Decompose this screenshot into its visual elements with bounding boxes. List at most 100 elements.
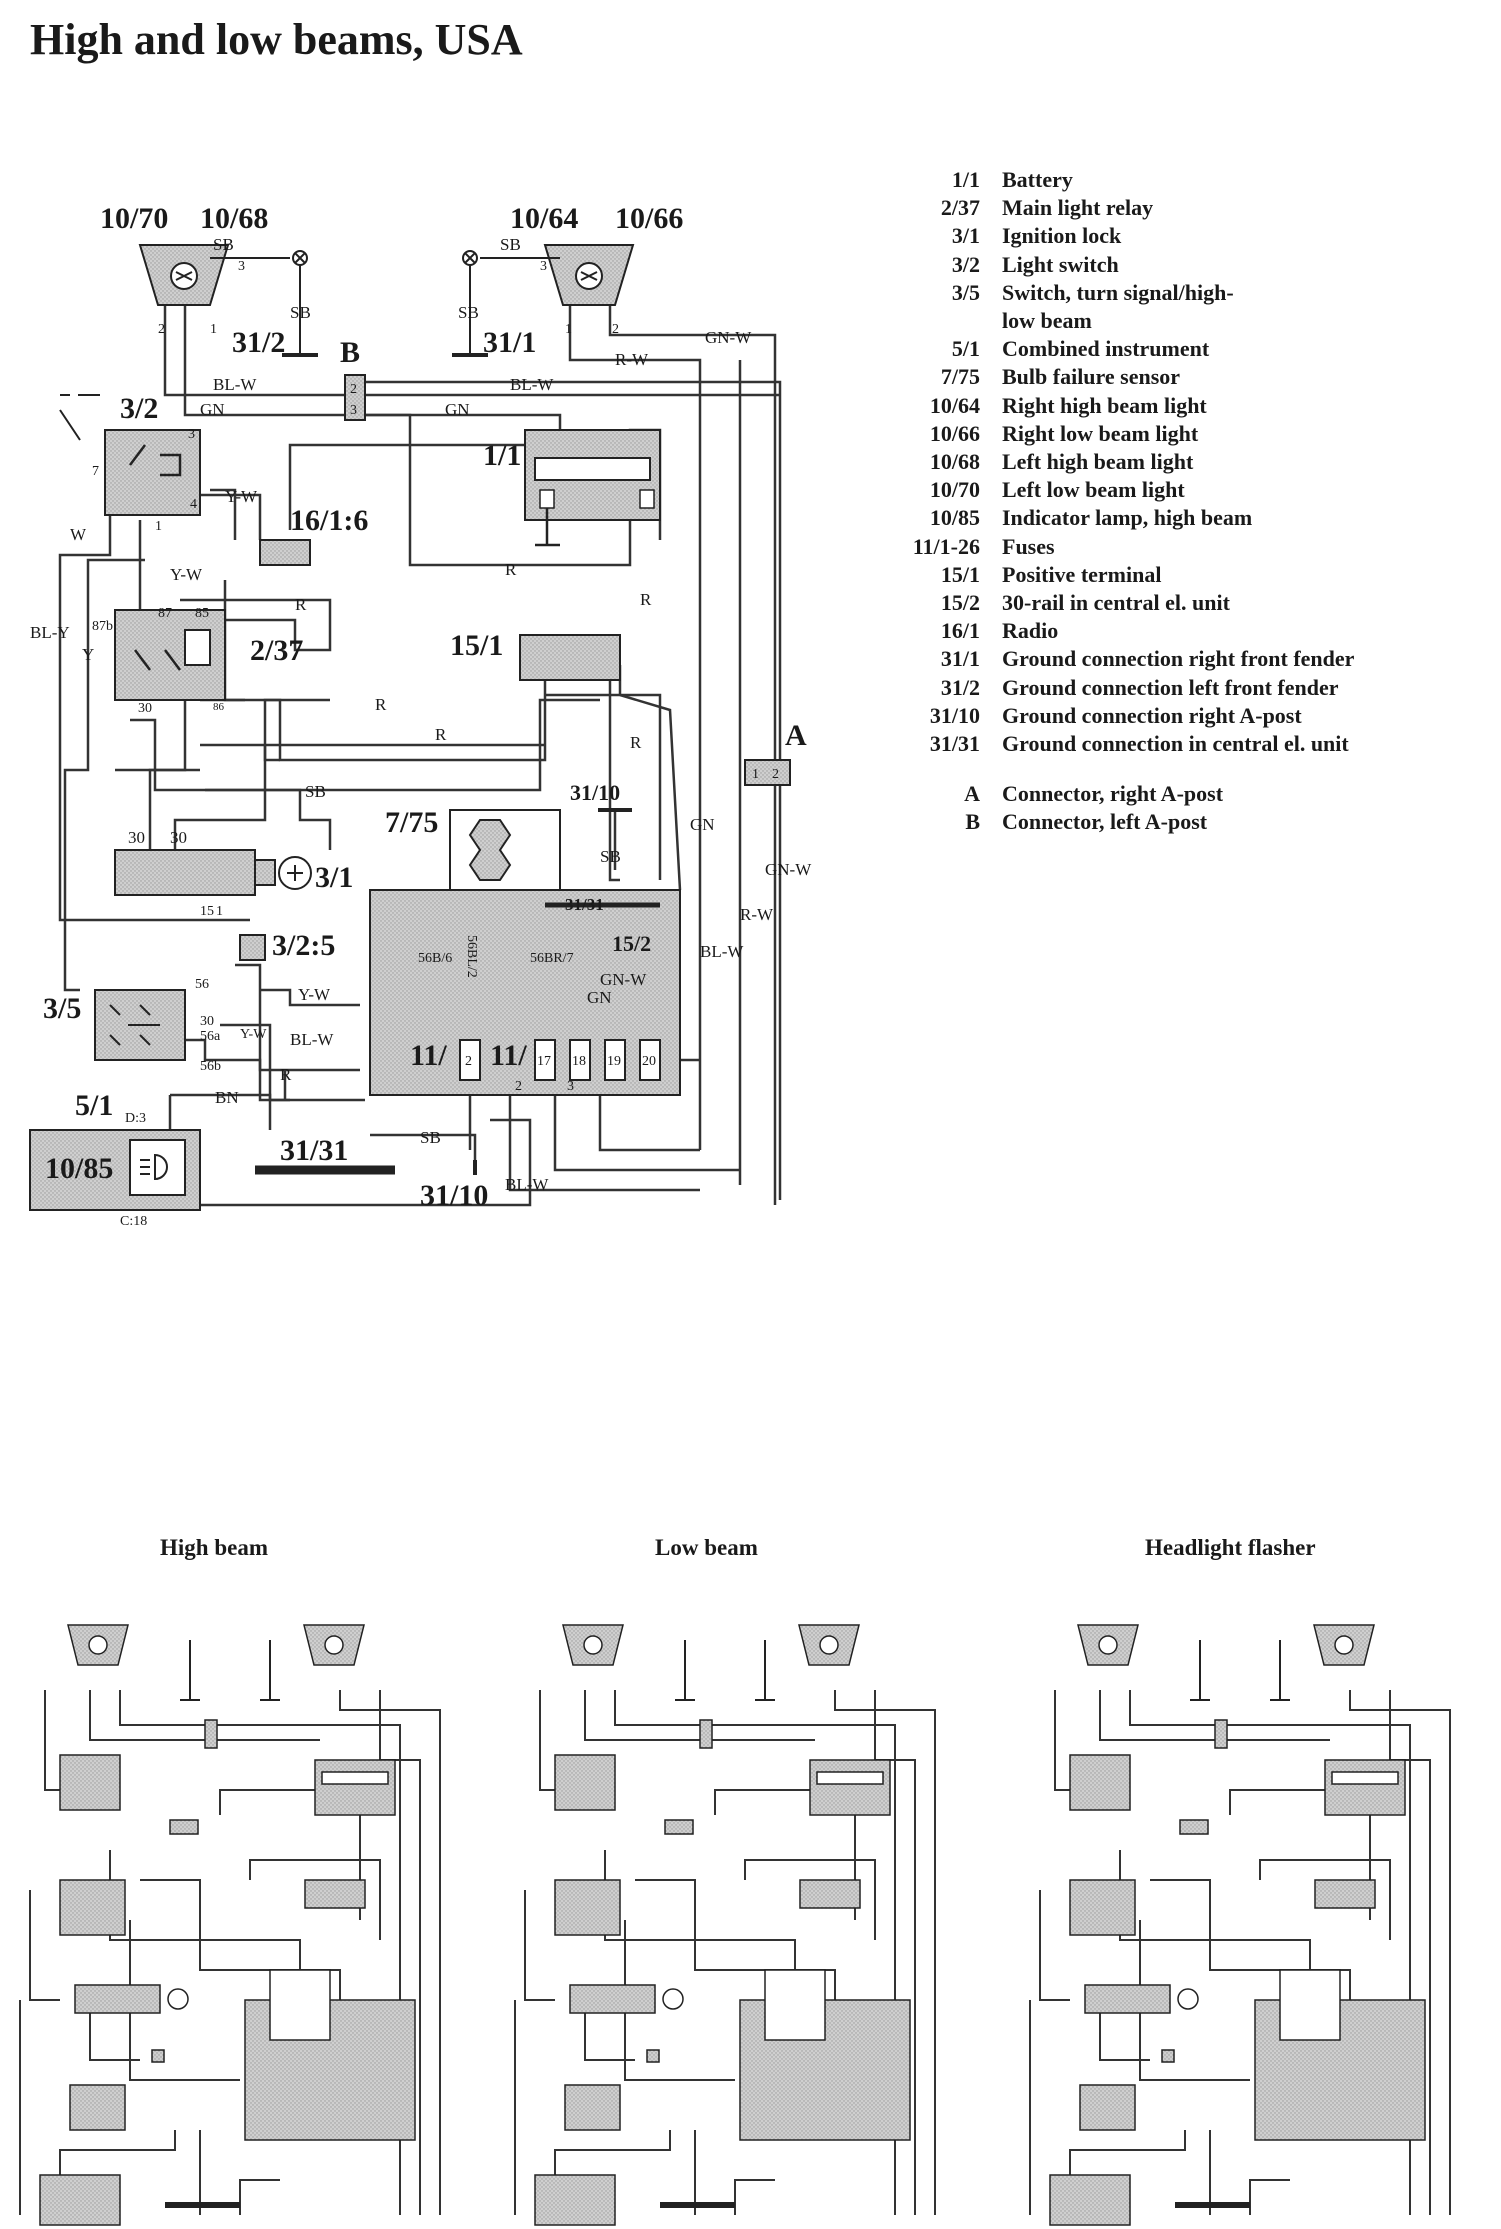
wire-blw-3: BL-W: [700, 942, 744, 961]
pin-56b6: 56B/6: [418, 951, 452, 966]
combined-instrument: [29, 1129, 201, 1211]
wire-rw-2: R-W: [740, 905, 774, 924]
wire-sb-4: SB: [458, 303, 479, 322]
legend-row: 10/66 Right low beam light: [880, 420, 1422, 448]
label-3-1: 3/1: [315, 861, 353, 894]
page-title: High and low beams, USA: [30, 15, 523, 64]
pin-2c: 2: [515, 1079, 522, 1094]
connector-a: 1 2: [744, 759, 791, 786]
pin-56a: 56a: [200, 1029, 221, 1044]
legend-code: 16/1: [940, 618, 980, 644]
pin-56b: 56b: [200, 1059, 221, 1074]
legend-code: 5/1: [951, 336, 980, 362]
pin-30a: 30: [138, 701, 152, 716]
wire-yw-2: Y-W: [170, 565, 203, 584]
legend-code: 31/1: [940, 646, 980, 672]
legend-description: Combined instrument: [1002, 336, 1210, 362]
fuse-17: 17: [537, 1054, 551, 1069]
legend-row: A Connector, right A-post: [880, 780, 1422, 808]
wire-r-3: R: [295, 595, 307, 614]
wire-gn-vert: GN: [690, 815, 715, 834]
label-5-1: 5/1: [75, 1089, 113, 1122]
legend-description: Radio: [1002, 618, 1059, 644]
label-7-75: 7/75: [385, 806, 438, 839]
legend-row: 10/64 Right high beam light: [880, 392, 1422, 420]
right-headlight: [543, 244, 635, 306]
pin-3b: 3: [540, 259, 547, 274]
legend-code: 10/85: [929, 505, 980, 531]
legend-description: Right low beam light: [1002, 420, 1199, 446]
label-31-10-lower: 31/10: [420, 1179, 488, 1212]
light-switch-pin-5: [239, 934, 266, 961]
legend-code: A: [964, 781, 980, 807]
label-15-1: 15/1: [450, 629, 503, 662]
wire-gnw-2: GN-W: [600, 970, 647, 989]
legend-description: Main light relay: [1002, 195, 1154, 221]
legend-code: 3/1: [951, 223, 980, 249]
label-31-31-upper: 31/31: [565, 895, 604, 914]
legend-description: Light switch: [1002, 251, 1119, 277]
wire-r-7: R: [280, 1065, 292, 1084]
left-headlight: [138, 244, 230, 306]
legend-description: Connector, left A-post: [1002, 809, 1208, 835]
wire-rw-1: R-W: [615, 350, 649, 369]
wire-blw-5: BL-W: [505, 1175, 549, 1194]
legend-code: 31/2: [940, 674, 980, 700]
mini-diagram-headlight-flasher: [1030, 1625, 1450, 2225]
fuse-20: 20: [642, 1054, 656, 1069]
wire-r-5: R: [435, 725, 447, 744]
legend-code: 10/64: [929, 392, 980, 418]
light-switch: [59, 394, 201, 516]
pin-3a: 3: [238, 259, 245, 274]
legend-row: 31/2 Ground connection left front fender: [880, 674, 1422, 702]
pin-a1: 1: [752, 767, 759, 782]
legend-code: 15/2: [940, 590, 980, 616]
pin-56br: 56BR/7: [530, 951, 574, 966]
legend-row: 5/1 Combined instrument: [880, 335, 1422, 363]
legend-description: Right high beam light: [1002, 392, 1207, 418]
wire-w-1: W: [70, 525, 87, 544]
wire-bn: BN: [215, 1088, 239, 1107]
pin-87b: 87b: [92, 619, 113, 634]
pin-4: 4: [190, 497, 197, 512]
wire-sb-7: SB: [420, 1128, 441, 1147]
wire-sb-6: SB: [600, 847, 621, 866]
pin-1b: 1: [565, 322, 572, 337]
wire-sb-5: SB: [305, 782, 326, 801]
wire-sb-1: SB: [213, 235, 234, 254]
legend-description: Ground connection right A-post: [1002, 702, 1302, 728]
legend-description: Ground connection in central el. unit: [1002, 731, 1349, 757]
fuse-19: 19: [607, 1054, 621, 1069]
wire-sb-3: SB: [500, 235, 521, 254]
wire-r-6: R: [630, 733, 642, 752]
legend-code: 3/5: [951, 279, 980, 305]
pin-85: 85: [195, 606, 209, 621]
mini-diagram-template: [19, 1624, 441, 2226]
label-15-2: 15/2: [612, 931, 651, 956]
pin-b3: 3: [350, 403, 357, 418]
legend-code: 1/1: [951, 167, 980, 192]
legend-code: [880, 307, 1002, 335]
main-light-relay: [114, 609, 226, 701]
variant-label-low-beam: Low beam: [655, 1535, 758, 1560]
pin-a2: 2: [772, 767, 779, 782]
variant-label-headlight-flasher: Headlight flasher: [1145, 1535, 1316, 1560]
label-31-10-upper: 31/10: [570, 780, 620, 805]
pin-87: 87: [158, 606, 172, 621]
label-31-2: 31/2: [232, 326, 285, 359]
legend-description: Connector, right A-post: [1002, 781, 1224, 807]
label-3-2-5: 3/2:5: [272, 929, 335, 962]
legend-description: Ground connection left front fender: [1002, 674, 1339, 700]
battery: [524, 429, 661, 547]
legend-code: 10/66: [929, 420, 980, 446]
